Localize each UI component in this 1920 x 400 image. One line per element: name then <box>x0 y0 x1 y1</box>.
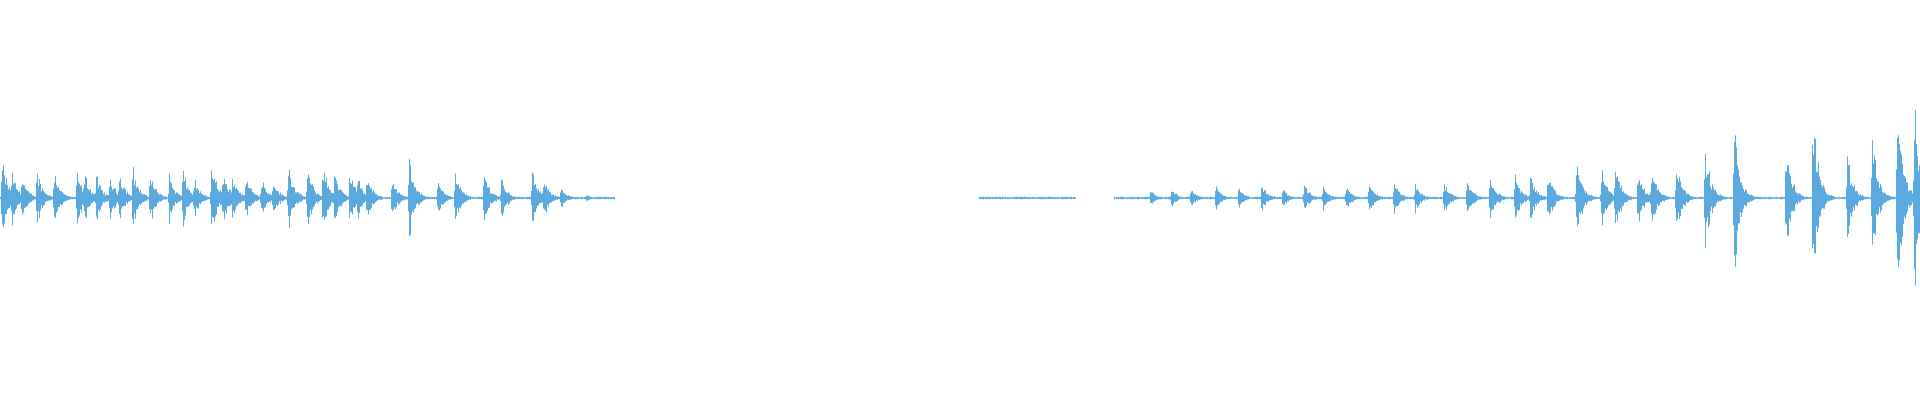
waveform-segment-2 <box>979 196 1076 200</box>
waveform-amplitude-path <box>0 158 615 236</box>
waveform-segment-3 <box>1114 110 1920 286</box>
waveform-amplitude-path <box>1114 110 1920 286</box>
waveform-amplitude-path <box>979 196 1076 200</box>
waveform-group <box>0 110 1920 286</box>
waveform-segment-1 <box>0 158 615 236</box>
